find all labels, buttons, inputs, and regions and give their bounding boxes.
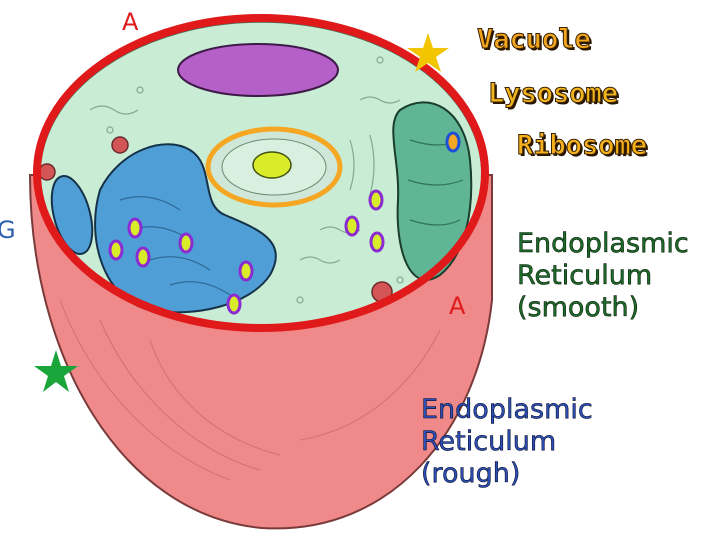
lysosome-label: Lysosome — [487, 78, 619, 110]
star-gold-icon — [407, 33, 449, 72]
nucleolus — [252, 151, 292, 179]
ribosome-markers — [108, 189, 385, 315]
marker-a-top: A — [122, 8, 139, 36]
marker-a-mid: A — [449, 292, 466, 320]
cell-membrane-ring — [33, 14, 489, 332]
star-green-icon — [34, 350, 78, 392]
cell-body-texture — [59, 299, 441, 481]
left-organelle — [50, 175, 94, 255]
ribosome-marker-blue — [445, 131, 461, 153]
ribosome-label: Ribosome — [516, 130, 648, 162]
vacuole — [177, 43, 339, 97]
vacuole-label: Vacuole — [477, 24, 592, 56]
er-rough-label: Endoplasmic Reticulum (rough) — [421, 394, 593, 490]
marker-g: G — [0, 216, 16, 244]
er-smooth-label: Endoplasmic Reticulum (smooth) — [517, 228, 689, 324]
